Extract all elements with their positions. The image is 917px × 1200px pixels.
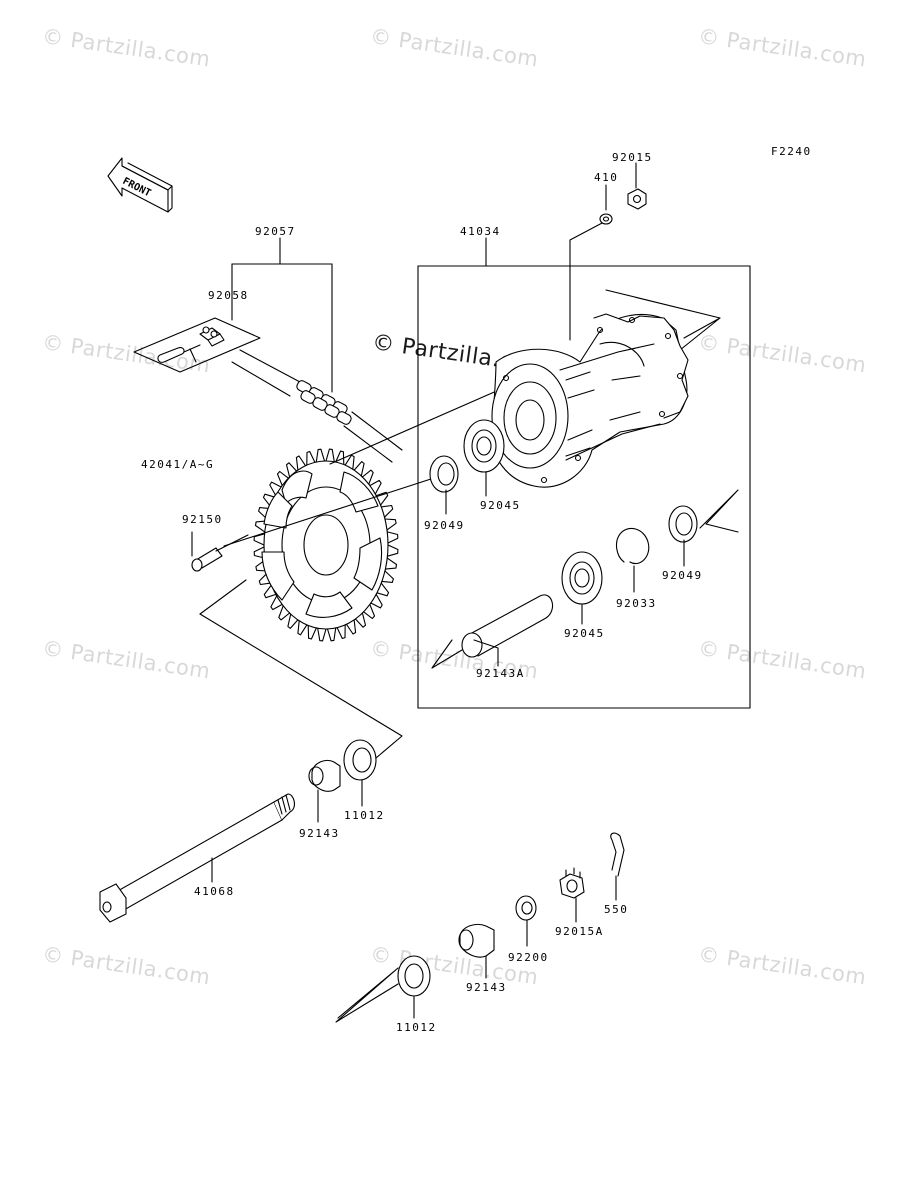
part-label-92058[interactable]: 92058 (208, 289, 249, 302)
part-label-92049[interactable]: 92049 (424, 519, 465, 532)
part-label-92057[interactable]: 92057 (255, 225, 296, 238)
circlip-92033-icon (615, 527, 650, 593)
collar-11012b-icon (335, 955, 431, 1023)
diagram-code: F2240 (771, 145, 812, 158)
part-label-92143c[interactable]: 92143 (466, 981, 507, 994)
chain-leaders (231, 237, 333, 393)
part-label-92033[interactable]: 92033 (616, 597, 657, 610)
part-label-11012b[interactable]: 11012 (396, 1021, 437, 1034)
part-label-92045b[interactable]: 92045 (564, 627, 605, 640)
bearing-92045-icon (463, 419, 505, 497)
nut-92015-icon (627, 188, 647, 210)
hub-assembly-box (417, 237, 751, 709)
front-arrow-icon: FRONT (107, 157, 173, 213)
part-label-92049b[interactable]: 92049 (662, 569, 703, 582)
spacer-92143-icon (308, 759, 341, 823)
part-label-92015a[interactable]: 92015A (555, 925, 604, 938)
collar-11012-icon (343, 739, 377, 807)
sprocket-bolt-icon (191, 531, 249, 572)
axle-41068-icon (99, 793, 296, 923)
washer-92200-icon (515, 895, 537, 947)
oil-seal-92049-icon (429, 455, 459, 515)
part-label-550[interactable]: 550 (604, 903, 629, 916)
part-label-11012[interactable]: 11012 (344, 809, 385, 822)
part-label-92150[interactable]: 92150 (182, 513, 223, 526)
part-label-42041[interactable]: 42041/A~G (141, 458, 215, 471)
part-label-41068[interactable]: 41068 (194, 885, 235, 898)
part-label-92015[interactable]: 92015 (612, 151, 653, 164)
castle-nut-92015a-icon (559, 867, 585, 923)
part-label-92143a[interactable]: 92143A (476, 667, 525, 680)
part-label-92045[interactable]: 92045 (480, 499, 521, 512)
spacer-92143a-icon (431, 594, 554, 669)
spacer-92143b-icon (458, 923, 495, 979)
bearing-92045b-icon (561, 551, 603, 625)
oil-seal-92049b-icon (668, 489, 739, 567)
part-label-410[interactable]: 410 (594, 171, 619, 184)
cotter-pin-550-icon (610, 832, 625, 901)
part-label-41034[interactable]: 41034 (460, 225, 501, 238)
rear-hub-icon (491, 313, 689, 488)
rear-sprocket-icon (253, 448, 399, 642)
part-label-92143[interactable]: 92143 (299, 827, 340, 840)
drive-chain-icon (231, 349, 403, 463)
washer-410-icon (599, 213, 613, 225)
part-label-92200[interactable]: 92200 (508, 951, 549, 964)
master-link-icon (133, 317, 261, 373)
